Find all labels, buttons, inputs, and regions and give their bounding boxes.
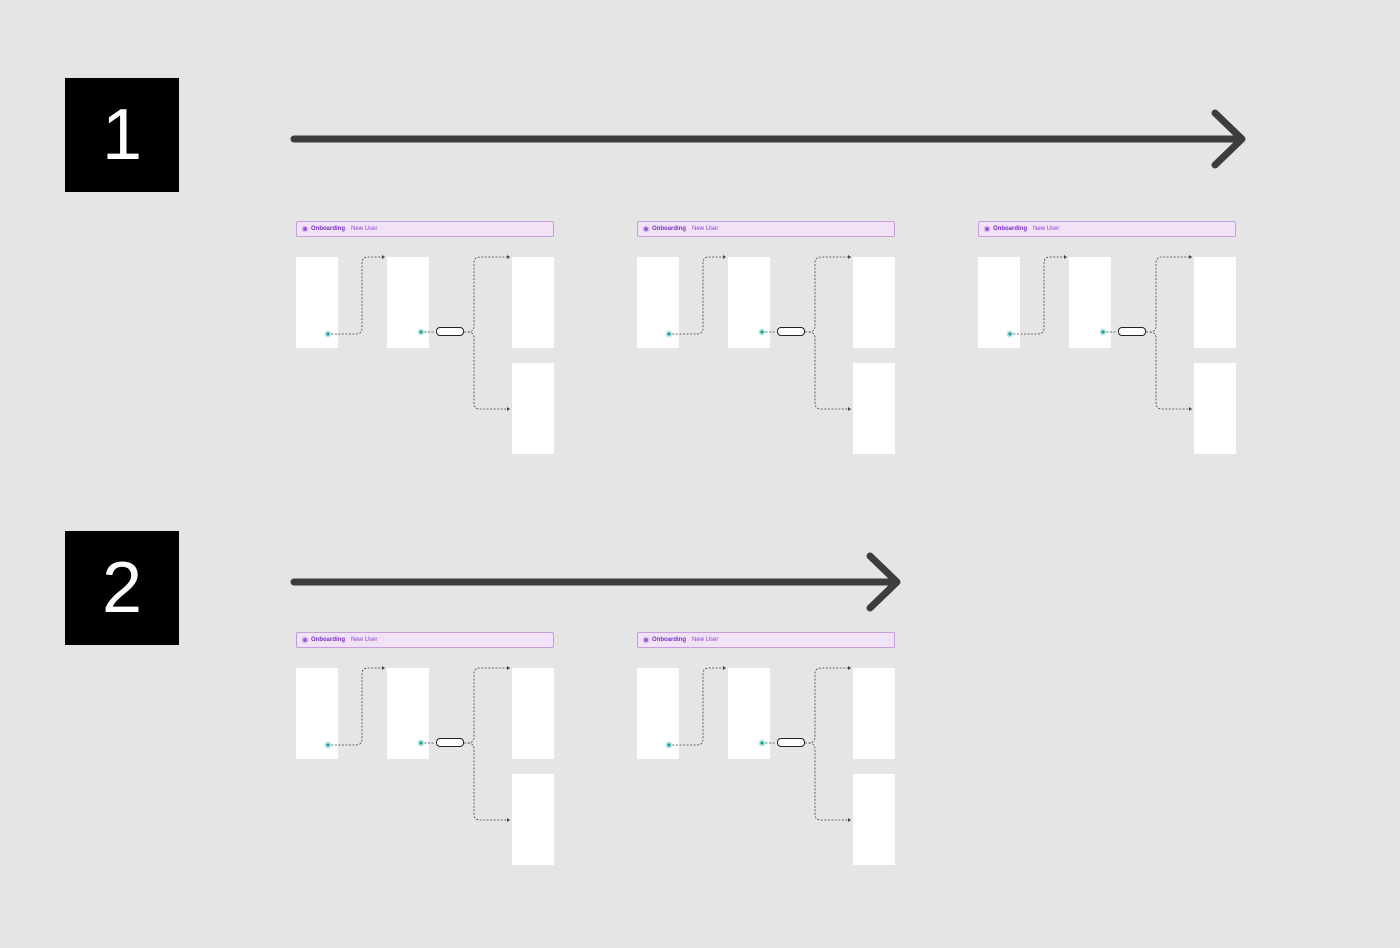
flow-connectors	[1006, 255, 1192, 411]
flow-subtitle: New User	[692, 226, 719, 232]
screen-frame[interactable]	[512, 668, 554, 759]
step-number-badge: 2	[65, 531, 179, 645]
flow-title: Onboarding	[652, 637, 686, 643]
hotspot-icon	[324, 741, 332, 749]
flow-title: Onboarding	[311, 637, 345, 643]
screen-frame[interactable]	[853, 774, 895, 865]
hotspot-icon	[758, 739, 766, 747]
flow-title: Onboarding	[652, 226, 686, 232]
flow-diagram: Onboarding New User	[296, 632, 556, 868]
dot-icon	[644, 227, 648, 231]
flow-diagram: Onboarding New User	[637, 632, 897, 868]
flow-header[interactable]: Onboarding New User	[296, 221, 554, 237]
hotspot-icon	[758, 328, 766, 336]
dot-icon	[303, 227, 307, 231]
screen-frame[interactable]	[853, 257, 895, 348]
hotspot-icon	[417, 328, 425, 336]
hotspot-icon	[665, 741, 673, 749]
flow-diagram: Onboarding New User	[637, 221, 897, 457]
flow-header[interactable]: Onboarding New User	[296, 632, 554, 648]
hotspot-icon	[324, 330, 332, 338]
hotspot-icon	[1006, 330, 1014, 338]
decision-node[interactable]	[436, 327, 464, 336]
flow-connectors	[665, 666, 851, 822]
step-number-badge: 1	[65, 78, 179, 192]
flow-header[interactable]: Onboarding New User	[978, 221, 1236, 237]
flow-title: Onboarding	[311, 226, 345, 232]
flow-subtitle: New User	[1033, 226, 1060, 232]
screen-frame[interactable]	[853, 668, 895, 759]
flow-title: Onboarding	[993, 226, 1027, 232]
flow-subtitle: New User	[351, 226, 378, 232]
hotspot-icon	[665, 330, 673, 338]
hotspot-icon	[1099, 328, 1107, 336]
flow-header[interactable]: Onboarding New User	[637, 221, 895, 237]
flow-subtitle: New User	[692, 637, 719, 643]
flow-connectors	[665, 255, 851, 411]
dot-icon	[985, 227, 989, 231]
flow-connectors	[324, 255, 510, 411]
screen-frame[interactable]	[1194, 257, 1236, 348]
long-right-arrow-icon	[290, 552, 901, 612]
flow-subtitle: New User	[351, 637, 378, 643]
dot-icon	[303, 638, 307, 642]
decision-node[interactable]	[436, 738, 464, 747]
dot-icon	[644, 638, 648, 642]
flow-header[interactable]: Onboarding New User	[637, 632, 895, 648]
screen-frame[interactable]	[853, 363, 895, 454]
decision-node[interactable]	[1118, 327, 1146, 336]
screen-frame[interactable]	[512, 363, 554, 454]
long-right-arrow-icon	[290, 109, 1246, 169]
screen-frame[interactable]	[512, 774, 554, 865]
decision-node[interactable]	[777, 738, 805, 747]
decision-node[interactable]	[777, 327, 805, 336]
screen-frame[interactable]	[512, 257, 554, 348]
screen-frame[interactable]	[1194, 363, 1236, 454]
flow-diagram: Onboarding New User	[978, 221, 1238, 457]
flow-diagram: Onboarding New User	[296, 221, 556, 457]
flow-connectors	[324, 666, 510, 822]
hotspot-icon	[417, 739, 425, 747]
